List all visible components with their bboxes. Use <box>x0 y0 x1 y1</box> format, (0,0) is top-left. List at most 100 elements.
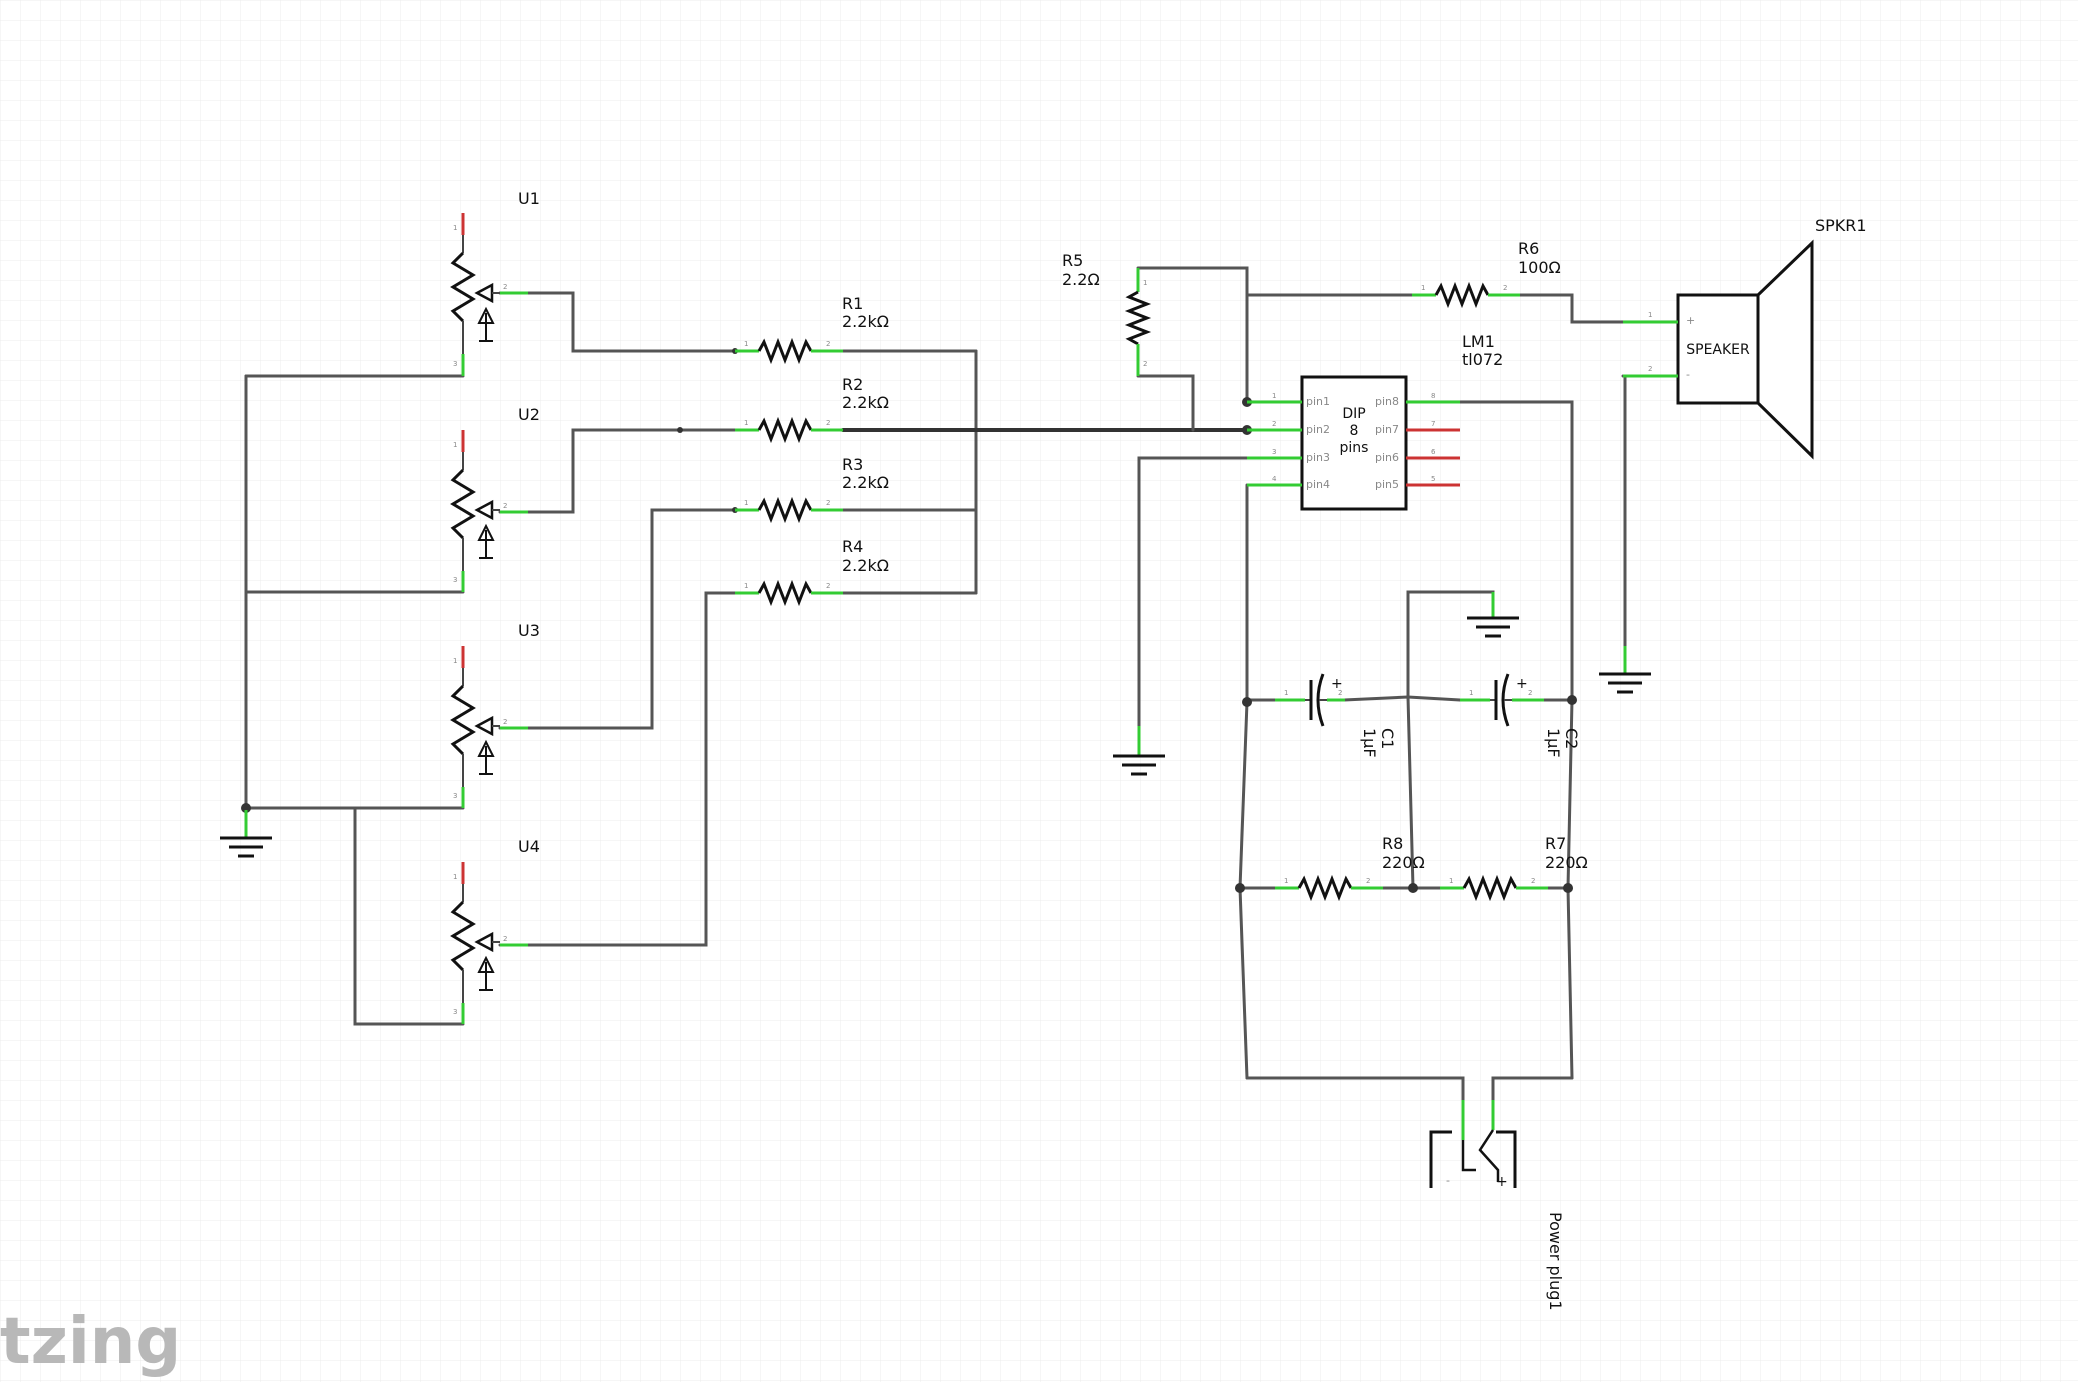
wire-u1-wiper <box>498 291 737 353</box>
wires <box>244 266 1627 1112</box>
ground-symbol-speaker <box>1599 646 1651 694</box>
label-r2-ref: R2 <box>842 375 863 394</box>
ground-symbol-caps <box>1467 592 1519 638</box>
speaker-spkr1[interactable]: SPEAKER + - <box>1623 239 1814 460</box>
svg-text:2: 2 <box>503 283 507 291</box>
junction-dot <box>1567 695 1577 705</box>
ic-body-label: pins <box>1340 440 1369 456</box>
label-r3-ref: R3 <box>842 455 863 474</box>
svg-text:1: 1 <box>744 340 748 348</box>
junction-dot <box>1235 883 1245 893</box>
svg-text:2: 2 <box>503 718 507 726</box>
label-r7-ref: R7 <box>1545 834 1566 853</box>
resistor-r6[interactable] <box>1412 281 1520 309</box>
ic-pin-label: pin8 <box>1375 395 1399 408</box>
svg-text:2: 2 <box>826 582 830 590</box>
svg-text:1: 1 <box>453 873 457 881</box>
svg-text:3: 3 <box>453 792 457 800</box>
svg-text:3: 3 <box>453 1008 457 1016</box>
resistor-r3[interactable] <box>735 496 843 524</box>
label-r4-ref: R4 <box>842 537 863 556</box>
capacitor-c1[interactable]: + <box>1275 673 1345 727</box>
speaker-cone <box>1756 239 1814 460</box>
component-labels: U1 U2 U3 U4 R1 2.2kΩ R2 2.2kΩ R3 2.2kΩ R… <box>518 189 1867 1311</box>
label-r6-ref: R6 <box>1518 239 1539 258</box>
plug-plus: + <box>1496 1174 1508 1190</box>
label-r8-ref: R8 <box>1382 834 1403 853</box>
svg-text:2: 2 <box>1143 360 1147 368</box>
label-r3-value: 2.2kΩ <box>842 473 889 492</box>
ic-pin-number: 6 <box>1431 448 1436 456</box>
wire-pin8-right-rail <box>1458 400 1574 702</box>
svg-text:3: 3 <box>453 360 457 368</box>
speaker-body-label: SPEAKER <box>1686 342 1750 358</box>
svg-text:2: 2 <box>1531 877 1535 885</box>
svg-text:2: 2 <box>1528 689 1532 697</box>
ic-body-label: DIP <box>1342 406 1365 422</box>
svg-text:2: 2 <box>503 502 507 510</box>
label-u4: U4 <box>518 837 540 856</box>
svg-text:2: 2 <box>1366 877 1370 885</box>
ic-pin-label: pin7 <box>1375 423 1399 436</box>
label-u2: U2 <box>518 405 540 424</box>
svg-text:1: 1 <box>744 419 748 427</box>
ic-pin-number: 5 <box>1431 475 1435 483</box>
label-lm1-ref: LM1 <box>1462 332 1495 351</box>
watermark: tzing <box>0 1305 181 1379</box>
label-r4-value: 2.2kΩ <box>842 556 889 575</box>
ic-pin-label: pin2 <box>1306 423 1330 436</box>
svg-text:2: 2 <box>826 340 830 348</box>
potentiometer-u3[interactable] <box>450 646 528 808</box>
label-power-plug: Power plug1 <box>1546 1212 1565 1311</box>
label-c1-value: 1μF <box>1360 728 1379 758</box>
svg-text:2: 2 <box>826 499 830 507</box>
resistor-r1[interactable] <box>735 337 843 365</box>
capacitor-c2[interactable]: + <box>1460 673 1544 727</box>
ic-pin-label: pin1 <box>1306 395 1330 408</box>
label-r5-ref: R5 <box>1062 251 1083 270</box>
speaker-plus: + <box>1686 314 1695 327</box>
resistor-r8[interactable] <box>1275 874 1383 902</box>
wire-u4-wiper <box>498 591 737 947</box>
wire-u2-wiper <box>498 428 737 514</box>
potentiometer-u2[interactable] <box>450 430 528 592</box>
wire-bottom-right <box>1491 1076 1574 1112</box>
ic-pin-number: 1 <box>1272 392 1276 400</box>
resistor-r5[interactable] <box>1124 268 1152 376</box>
label-c2-value: 1μF <box>1544 728 1563 758</box>
speaker-minus: - <box>1686 368 1690 381</box>
svg-text:2: 2 <box>826 419 830 427</box>
power-plug[interactable]: - + <box>1429 1100 1517 1190</box>
wire-mid-vert <box>1406 695 1415 890</box>
label-r1-ref: R1 <box>842 294 863 313</box>
ic-lm1[interactable]: pin1 pin2 pin3 pin4 pin8 pin7 pin6 pin5 … <box>1247 375 1460 511</box>
resistor-r4[interactable] <box>735 579 843 607</box>
ic-pin-number: 7 <box>1431 420 1435 428</box>
ic-pin-number: 4 <box>1272 475 1277 483</box>
svg-text:2: 2 <box>503 935 507 943</box>
svg-text:1: 1 <box>1469 689 1473 697</box>
junction-dot <box>677 427 683 433</box>
label-r8-value: 220Ω <box>1382 853 1425 872</box>
svg-text:1: 1 <box>453 224 457 232</box>
potentiometer-u1[interactable] <box>450 213 528 376</box>
plug-minus: - <box>1446 1174 1450 1187</box>
resistor-r7[interactable] <box>1440 874 1548 902</box>
svg-text:1: 1 <box>1648 311 1652 319</box>
small-pin-numbers: 1 2 1 2 1 2 1 2 1 2 1 2 1 2 1 2 1 2 1 2 … <box>453 224 1652 1016</box>
wire-pin1-r6 <box>1245 293 1422 404</box>
svg-text:1: 1 <box>453 657 457 665</box>
svg-text:+: + <box>1331 676 1343 692</box>
svg-text:3: 3 <box>453 576 457 584</box>
potentiometer-u4[interactable] <box>450 862 528 1024</box>
resistor-r2[interactable] <box>735 416 843 444</box>
wire-u4-loop <box>353 806 465 1026</box>
ic-lm1-body <box>1300 375 1408 511</box>
svg-text:2: 2 <box>1503 284 1507 292</box>
label-r5-value: 2.2Ω <box>1062 270 1100 289</box>
ic-pin-number: 3 <box>1272 448 1276 456</box>
ic-body-label: 8 <box>1350 423 1359 439</box>
wire-bottom-left <box>1245 1076 1465 1112</box>
svg-text:2: 2 <box>1338 689 1342 697</box>
ic-pin-number: 8 <box>1431 392 1435 400</box>
